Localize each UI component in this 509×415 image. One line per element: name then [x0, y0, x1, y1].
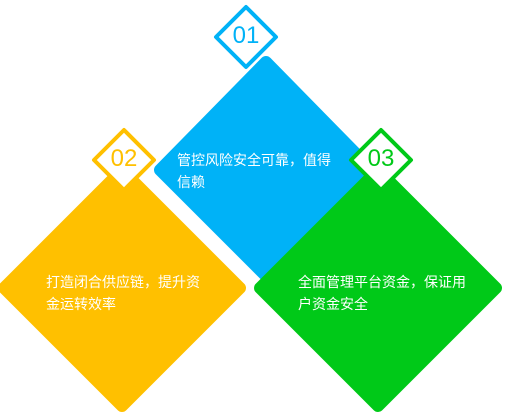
panel-3-diamond	[254, 164, 502, 412]
panel-3-number: 03	[367, 145, 395, 172]
panel-2-number: 02	[110, 145, 138, 172]
panel-2-badge	[92, 128, 156, 192]
panel-3-caption: 全面管理平台资金，保证用户资金安全	[298, 275, 466, 313]
panel-3-badge	[349, 128, 413, 192]
panel-2-diamond	[0, 164, 246, 412]
panel-2-caption: 打造闭合供应链，提升资金运转效率	[46, 275, 200, 313]
panel-1-number: 01	[232, 22, 260, 49]
panel-1-caption: 管控风险安全可靠，值得信赖	[177, 153, 331, 191]
panel-1-badge	[214, 5, 278, 69]
